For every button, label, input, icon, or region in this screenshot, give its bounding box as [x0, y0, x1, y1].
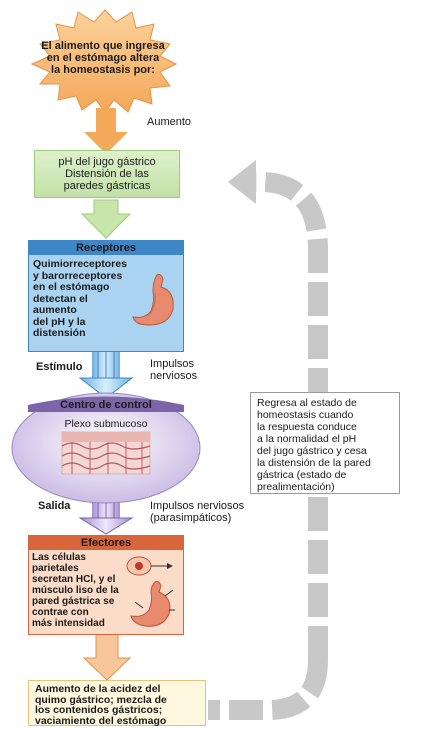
effectors-line: más intensidad	[32, 618, 105, 629]
effectors-text: Las células parietales secretan HCl, y e…	[29, 550, 183, 629]
feedback-line: la distensión de la pared	[257, 457, 371, 469]
effectors-line: secretan HCl, y el	[32, 574, 116, 585]
effectors-line: contrae con	[32, 607, 89, 618]
receptors-line: Quimiorreceptores	[33, 258, 127, 270]
parasympathetic-line: Impulsos nerviosos	[150, 500, 245, 512]
variable-line: Distensión de las	[65, 168, 149, 180]
effectors-line: Las células	[32, 552, 86, 563]
stimulus-line: El alimento que ingresa	[41, 40, 165, 52]
effectors-line: pared gástrica se	[32, 596, 115, 607]
stomach-icon	[132, 274, 174, 326]
stimulus-arrow	[84, 108, 128, 154]
feedback-line: Regresa al estado de	[257, 397, 357, 409]
effectors-box: Efectores Las células parietales secreta…	[28, 535, 184, 635]
effectors-line: parietales	[32, 563, 79, 574]
variable-line: paredes gástricas	[63, 180, 151, 192]
control-center-subtitle: Plexo submucoso	[64, 418, 148, 430]
response-line: vaciamiento del estómago	[35, 714, 167, 727]
receptors-box: Receptores Quimiorreceptores y barorrece…	[28, 240, 184, 352]
control-center-title: Centro de control	[60, 399, 152, 411]
receptors-line: en el estómago	[33, 281, 110, 293]
receptors-line: detectan el	[33, 292, 88, 305]
stimulus-text: El alimento que ingresa en el estómago a…	[28, 40, 178, 76]
variable-arrow	[80, 199, 132, 239]
feedback-note-text: Regresa al estado de homeostasis cuando …	[257, 397, 399, 493]
stimulus-line: la homeostasis por:	[51, 64, 155, 76]
variable-line: pH del jugo gástrico	[58, 156, 156, 168]
parietal-cell-stomach-icon	[126, 556, 175, 627]
receptors-header: Receptores	[29, 241, 183, 255]
feedback-line: gástrica (estado de	[257, 469, 347, 481]
feedback-line: homeostasis cuando	[257, 409, 354, 421]
afferent-arrow	[78, 352, 134, 399]
receptors-line: y barorreceptores	[33, 269, 123, 282]
response-line: quimo gástrico; mezcla de	[35, 693, 167, 706]
effector-arrow	[82, 633, 132, 681]
parasympathetic-line: (parasimpáticos)	[150, 512, 232, 524]
effectors-header: Efectores	[29, 536, 183, 550]
response-line: los contenidos gástricos;	[35, 704, 163, 716]
stimulus-line: en el estómago altera	[46, 52, 160, 64]
feedback-line: del jugo gástrico y cesa	[257, 445, 367, 457]
parasympathetic-label: Impulsos nerviosos (parasimpáticos)	[150, 500, 244, 524]
nerve-impulses-line: Impulsos	[150, 358, 195, 370]
feedback-line: prealimentación)	[257, 481, 335, 493]
controlled-variable-box: pH del jugo gástrico Distensión de las p…	[34, 150, 180, 198]
nerve-impulses-line: nerviosos	[150, 370, 198, 382]
response-line: Aumento de la acidez del	[35, 683, 161, 695]
nerve-impulses-label: Impulsos nerviosos	[150, 358, 197, 382]
receptors-line: distensión	[33, 327, 86, 339]
feedback-loop-arrow	[208, 160, 328, 720]
increase-label: Aumento	[147, 116, 192, 128]
response-box: Aumento de la acidez del quimo gástrico;…	[28, 680, 206, 726]
feedback-line: a la normalidad el pH	[257, 433, 357, 445]
feedback-line: la respuesta conduce	[257, 421, 357, 433]
output-label: Salida	[38, 500, 71, 512]
receptors-text: Quimiorreceptores y barorreceptores en e…	[29, 255, 183, 340]
response-text: Aumento de la acidez del quimo gástrico;…	[35, 684, 205, 726]
receptors-line: aumento	[33, 304, 77, 316]
tissue-micrograph	[61, 431, 151, 475]
feedback-note-box: Regresa al estado de homeostasis cuando …	[250, 392, 400, 494]
stimulus-label: Estímulo	[36, 361, 83, 373]
effectors-line: músculo liso de la	[32, 585, 119, 596]
receptors-line: del pH y la	[33, 315, 86, 328]
